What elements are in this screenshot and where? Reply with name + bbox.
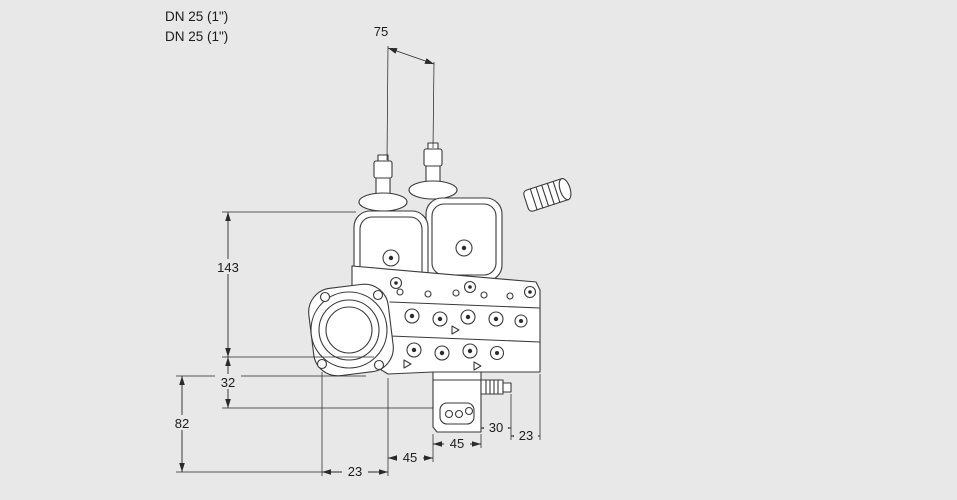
coil-screw-dot <box>388 255 394 261</box>
coil-cap <box>408 180 458 200</box>
flange-bolt <box>319 291 331 303</box>
dim-label-30: 30 <box>489 420 503 435</box>
label-halo <box>215 374 241 389</box>
screw <box>480 291 488 299</box>
plug-rib <box>541 184 550 207</box>
dim-label-143: 143 <box>217 260 239 275</box>
plug-rib <box>552 180 561 203</box>
arrowhead <box>472 441 481 447</box>
port-dot <box>493 316 499 322</box>
arrowhead <box>424 58 434 64</box>
arrowhead <box>388 455 397 461</box>
arrowhead <box>179 376 185 385</box>
dim-label-82: 82 <box>175 416 189 431</box>
dimension-right-stub: 30 <box>481 420 511 435</box>
valve-body <box>351 265 541 375</box>
ext-line <box>432 61 435 149</box>
dn-label-bottom: DN 25 (1") <box>165 29 228 44</box>
dimension-bottom-left: 23 <box>322 464 388 479</box>
arrowhead <box>225 399 231 408</box>
coil-cap <box>358 192 408 212</box>
screw <box>396 288 404 296</box>
knurled-stub <box>480 379 512 395</box>
label-halo <box>342 464 368 479</box>
ext-line <box>386 45 389 161</box>
dim-label-23-left: 23 <box>348 464 362 479</box>
knob <box>423 148 443 167</box>
plug-rib <box>535 186 544 209</box>
label-halo <box>444 436 470 451</box>
port-dot <box>409 313 415 319</box>
arrowhead <box>379 469 388 475</box>
dim-label-45-right: 45 <box>450 436 464 451</box>
plate-hole <box>454 409 464 419</box>
bottom-unit <box>432 371 512 433</box>
port-dot <box>439 350 445 356</box>
label-halo <box>169 415 195 430</box>
plate-hole <box>444 409 454 419</box>
stub-tip <box>502 382 512 393</box>
body-seam <box>389 335 541 343</box>
arrowhead <box>179 463 185 472</box>
plate-hole <box>464 406 474 416</box>
dim-label-32: 32 <box>221 375 235 390</box>
dimension-annotations: 75 143 32 82 <box>169 24 541 479</box>
flange-rim <box>310 291 388 369</box>
plug-rib <box>529 188 538 211</box>
arrowhead <box>424 455 433 461</box>
plug-rib <box>546 182 555 205</box>
dimension-bottom-right: 45 <box>433 436 481 451</box>
dn-label-top: DN 25 (1") <box>165 9 228 24</box>
flange-bolt <box>316 358 328 370</box>
flow-arrow-icon <box>451 325 460 335</box>
stub-body <box>480 379 504 395</box>
arrowhead <box>322 469 331 475</box>
plug-cap <box>558 178 572 201</box>
label-halo <box>514 428 538 443</box>
knob <box>373 160 393 179</box>
dim-label-45-left: 45 <box>403 450 417 465</box>
flow-arrow-icon <box>403 359 412 369</box>
label-halo <box>397 450 423 465</box>
port-dot <box>437 316 443 322</box>
port-dot <box>519 319 523 323</box>
arrowhead <box>225 212 231 221</box>
screw <box>506 292 514 300</box>
pipe-bore <box>325 306 373 354</box>
port-dot <box>495 351 499 355</box>
dim-label-75: 75 <box>374 24 388 39</box>
flange-face <box>318 299 380 361</box>
dimension-height-upper: 143 <box>212 212 244 357</box>
bolt-dot <box>468 285 472 289</box>
plug-part <box>523 178 572 212</box>
dim-label-23-right: 23 <box>519 428 533 443</box>
body-seam <box>389 301 541 309</box>
coil-screw-dot <box>461 245 467 251</box>
yoke-inner <box>431 203 497 276</box>
flange-bolt <box>372 289 384 301</box>
bottom-plate <box>439 402 475 425</box>
dimension-height-base: 82 <box>169 376 195 472</box>
screw <box>424 290 432 298</box>
flow-arrow-icon <box>473 361 482 371</box>
dimension-right-edge: 23 <box>511 428 540 443</box>
dimension-bottom-center: 45 <box>388 450 433 465</box>
bolt-dot <box>528 290 532 294</box>
port-dot <box>465 314 471 320</box>
port-dot <box>411 347 417 353</box>
arrowhead <box>433 441 442 447</box>
bolt-dot <box>394 281 398 285</box>
arrowhead <box>388 48 398 54</box>
arrowhead <box>225 348 231 357</box>
flange-bolt <box>373 359 385 371</box>
port-dot <box>467 348 473 354</box>
label-halo <box>484 420 508 435</box>
arrowhead <box>225 357 231 366</box>
screw <box>452 289 460 297</box>
dimension-top-width: 75 <box>374 24 435 65</box>
inlet-flange <box>308 283 394 377</box>
dimension-height-lower: 32 <box>215 357 241 408</box>
label-halo <box>212 259 244 274</box>
